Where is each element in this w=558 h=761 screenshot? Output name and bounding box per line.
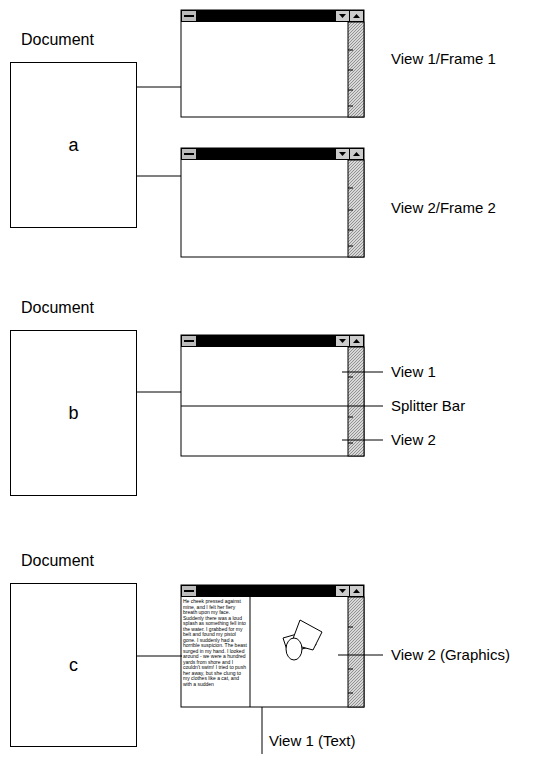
leader-line [342,372,383,373]
box-letter: a [11,135,136,155]
callout-label: View 1/Frame 1 [390,50,497,68]
window-frame [250,597,251,707]
callout-label: View 2 [390,431,437,449]
window-frame [184,590,194,592]
window-frame [182,586,196,596]
body-text: He cheek pressed against mine, and I fel… [183,599,248,687]
window-frame [181,335,364,456]
window-frame [181,148,364,257]
window-frame [184,153,194,155]
window-frame [339,14,346,18]
callout-label: View 1 (Text) [268,732,356,750]
document-box: Documenta [10,62,137,228]
window-frame [350,11,363,21]
window-frame [182,336,196,346]
window-frame [181,585,364,707]
box-heading: Document [21,551,94,570]
window-frame [348,22,364,117]
window-frame [181,335,364,456]
window-frame [336,586,349,596]
window-frame [348,188,353,246]
document-box: Documentb [10,330,137,496]
graphics-shapes [283,620,322,660]
leader-line [262,707,263,754]
window-frame [348,597,364,707]
window-frame [348,50,353,106]
window-frame [181,148,364,160]
window-frame [181,585,364,707]
box-letter: b [11,403,136,423]
callout-label: Splitter Bar [390,397,466,415]
window-frame [350,149,363,159]
window-frame [348,160,364,257]
window-frame [348,377,353,443]
window-frame [181,10,364,22]
window-frame [350,336,363,346]
graphics-shapes [286,638,302,660]
box-heading: Document [21,298,94,317]
window-frame [182,11,196,21]
box-letter: c [11,655,136,675]
leader-line [338,655,383,656]
window-frame [348,627,353,693]
window-frame [339,589,346,593]
window-frame [350,586,363,596]
window-frame [353,152,360,156]
window-frame [181,335,364,347]
window-frame [181,148,364,257]
document-box: Documentc [10,583,137,747]
window-frame [339,152,346,156]
window-frame [336,149,349,159]
window-frame [184,15,194,17]
window-frame [353,339,360,343]
window-frame [181,10,364,117]
window-frame [336,336,349,346]
window-frame [181,585,364,597]
window-frame [353,14,360,18]
window-frame [353,589,360,593]
window-frame [336,11,349,21]
window-frame [339,339,346,343]
window-frame [181,10,364,117]
box-heading: Document [21,30,94,49]
callout-label: View 2 (Graphics) [390,646,511,664]
splitter-bar [181,406,383,407]
window-frame [182,149,196,159]
window-frame [184,340,194,342]
connector-line [137,656,182,657]
callout-label: View 2/Frame 2 [390,199,497,217]
text-view-pane: He cheek pressed against mine, and I fel… [182,598,249,706]
leader-line [342,440,383,441]
callout-label: View 1 [390,363,437,381]
